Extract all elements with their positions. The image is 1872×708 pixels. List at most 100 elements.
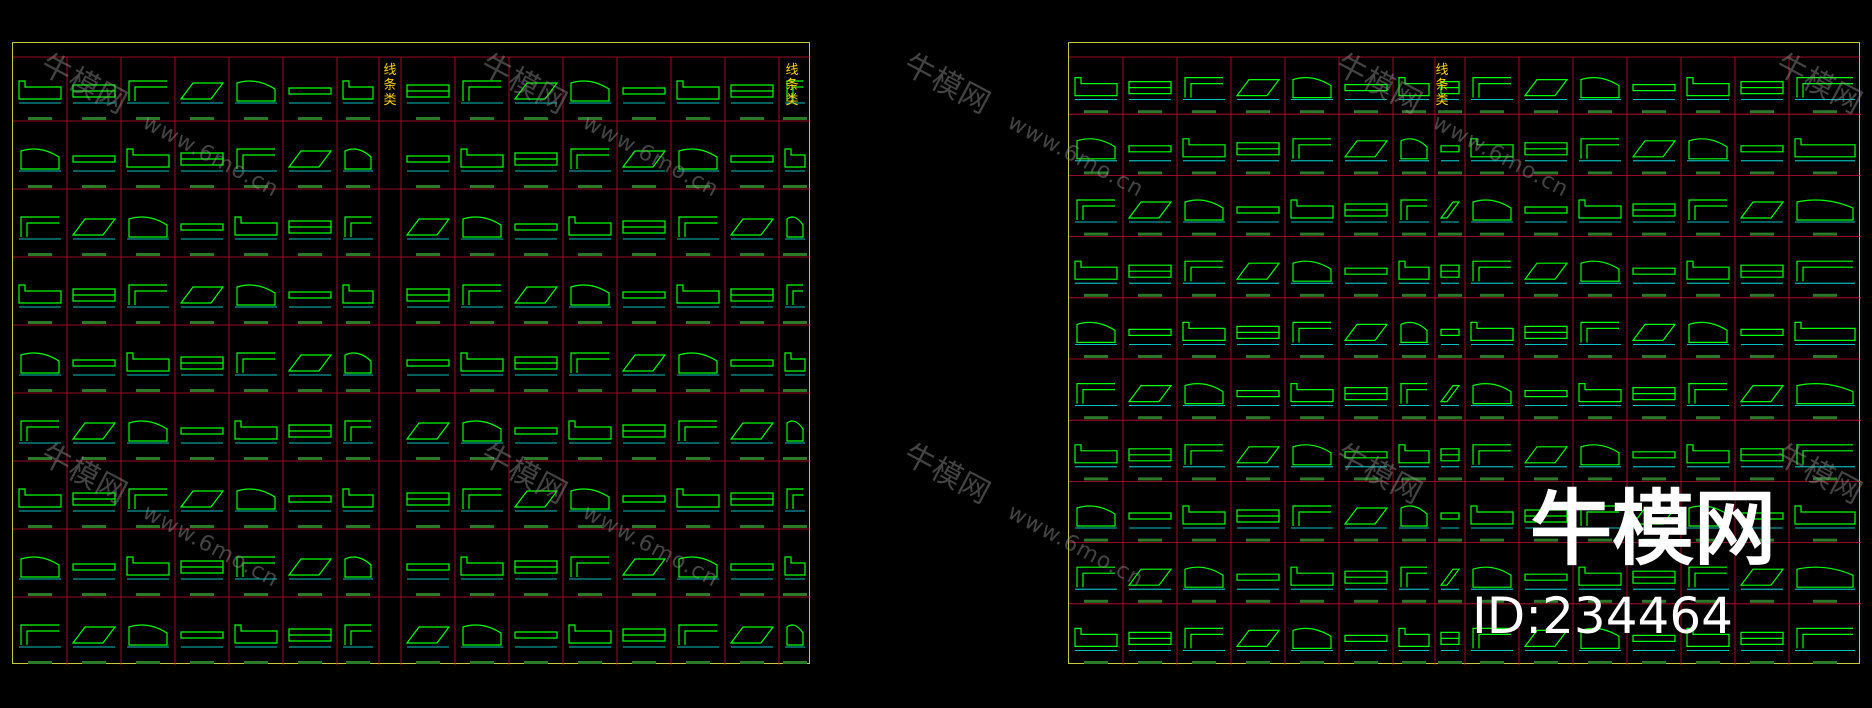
component-profile [514, 356, 558, 392]
component-profile [1183, 627, 1225, 664]
component-profile [127, 216, 169, 256]
component-profile [1398, 260, 1430, 297]
component-profile [405, 422, 451, 460]
component-profile [1795, 77, 1855, 114]
component-profile [235, 148, 277, 188]
component-profile [783, 80, 807, 120]
component-profile [1632, 203, 1676, 236]
brand-id: ID:234464 [1472, 587, 1733, 645]
component-profile [180, 223, 224, 256]
component-profile [1399, 505, 1429, 542]
component-profile [1524, 325, 1568, 358]
component-profile [1290, 383, 1334, 420]
component-profile [1290, 199, 1334, 236]
component-profile [1075, 505, 1117, 542]
component-profile [1074, 627, 1118, 664]
component-profile [568, 216, 612, 256]
component-profile [1399, 321, 1429, 358]
component-profile [1128, 145, 1172, 175]
component-profile [1470, 321, 1514, 358]
component-profile [461, 624, 503, 664]
component-profile [288, 628, 332, 664]
component-profile [1236, 325, 1280, 358]
component-profile [1398, 77, 1430, 114]
component-profile [729, 422, 775, 460]
component-profile [1795, 199, 1855, 236]
component-profile [1686, 260, 1730, 297]
component-profile [343, 420, 373, 460]
component-profile [1128, 264, 1172, 297]
component-profile [460, 148, 504, 188]
component-profile [513, 286, 559, 324]
component-profile [287, 558, 333, 596]
component-profile [126, 556, 170, 596]
component-profile [1075, 138, 1117, 175]
component-profile [1344, 84, 1388, 114]
component-profile [677, 352, 719, 392]
component-profile [126, 148, 170, 188]
component-profile [406, 359, 450, 392]
component-profile [1291, 505, 1333, 542]
component-profile [72, 492, 116, 528]
component-profile [18, 488, 62, 528]
category-label-left-b: 线条类 [785, 63, 799, 108]
component-profile [1236, 390, 1280, 420]
component-profile [569, 488, 611, 528]
component-profile [1438, 512, 1462, 542]
category-label-left-a: 线条类 [383, 63, 397, 108]
component-profile [1236, 206, 1280, 236]
component-profile [343, 352, 373, 392]
component-profile [783, 624, 807, 664]
component-profile [1128, 631, 1172, 664]
component-profile [1235, 79, 1281, 114]
component-profile [783, 420, 807, 460]
component-profile [1074, 260, 1118, 297]
component-profile [1438, 264, 1462, 297]
component-profile [127, 488, 169, 528]
component-profile [1344, 203, 1388, 236]
component-profile [1074, 77, 1118, 114]
component-profile [180, 356, 224, 392]
component-profile [1740, 264, 1784, 297]
component-profile [406, 155, 450, 188]
component-profile [1075, 566, 1117, 603]
component-profile [342, 488, 374, 528]
component-profile [730, 288, 774, 324]
component-profile [1740, 631, 1784, 664]
component-profile [1183, 260, 1225, 297]
component-profile [1291, 444, 1333, 481]
component-profile [730, 84, 774, 120]
component-profile [1687, 505, 1729, 542]
component-profile [783, 284, 807, 324]
component-profile [1523, 262, 1569, 297]
component-profile [1471, 444, 1513, 481]
component-profile [19, 624, 61, 664]
component-profile [235, 352, 277, 392]
component-profile [621, 150, 667, 188]
component-profile [622, 87, 666, 120]
component-profile [676, 80, 720, 120]
component-profile [1182, 505, 1226, 542]
component-profile [179, 490, 225, 528]
component-profile [1632, 84, 1676, 114]
component-profile [1687, 566, 1729, 603]
component-profile [461, 80, 503, 120]
component-profile [1740, 81, 1784, 114]
component-profile [179, 82, 225, 120]
component-profile [1438, 448, 1462, 481]
component-profile [1687, 138, 1729, 175]
component-profile [1739, 568, 1785, 603]
drawing-sheet-right: 线条类 [1068, 42, 1861, 665]
component-profile [343, 148, 373, 188]
component-profile [1579, 505, 1621, 542]
component-profile [729, 218, 775, 256]
component-profile [1183, 444, 1225, 481]
component-profile [1291, 321, 1333, 358]
component-profile [513, 82, 559, 120]
component-profile [1235, 629, 1281, 664]
component-profile [287, 150, 333, 188]
component-profile [1399, 199, 1429, 236]
component-profile [406, 492, 450, 528]
component-profile [569, 352, 611, 392]
component-profile [729, 626, 775, 664]
